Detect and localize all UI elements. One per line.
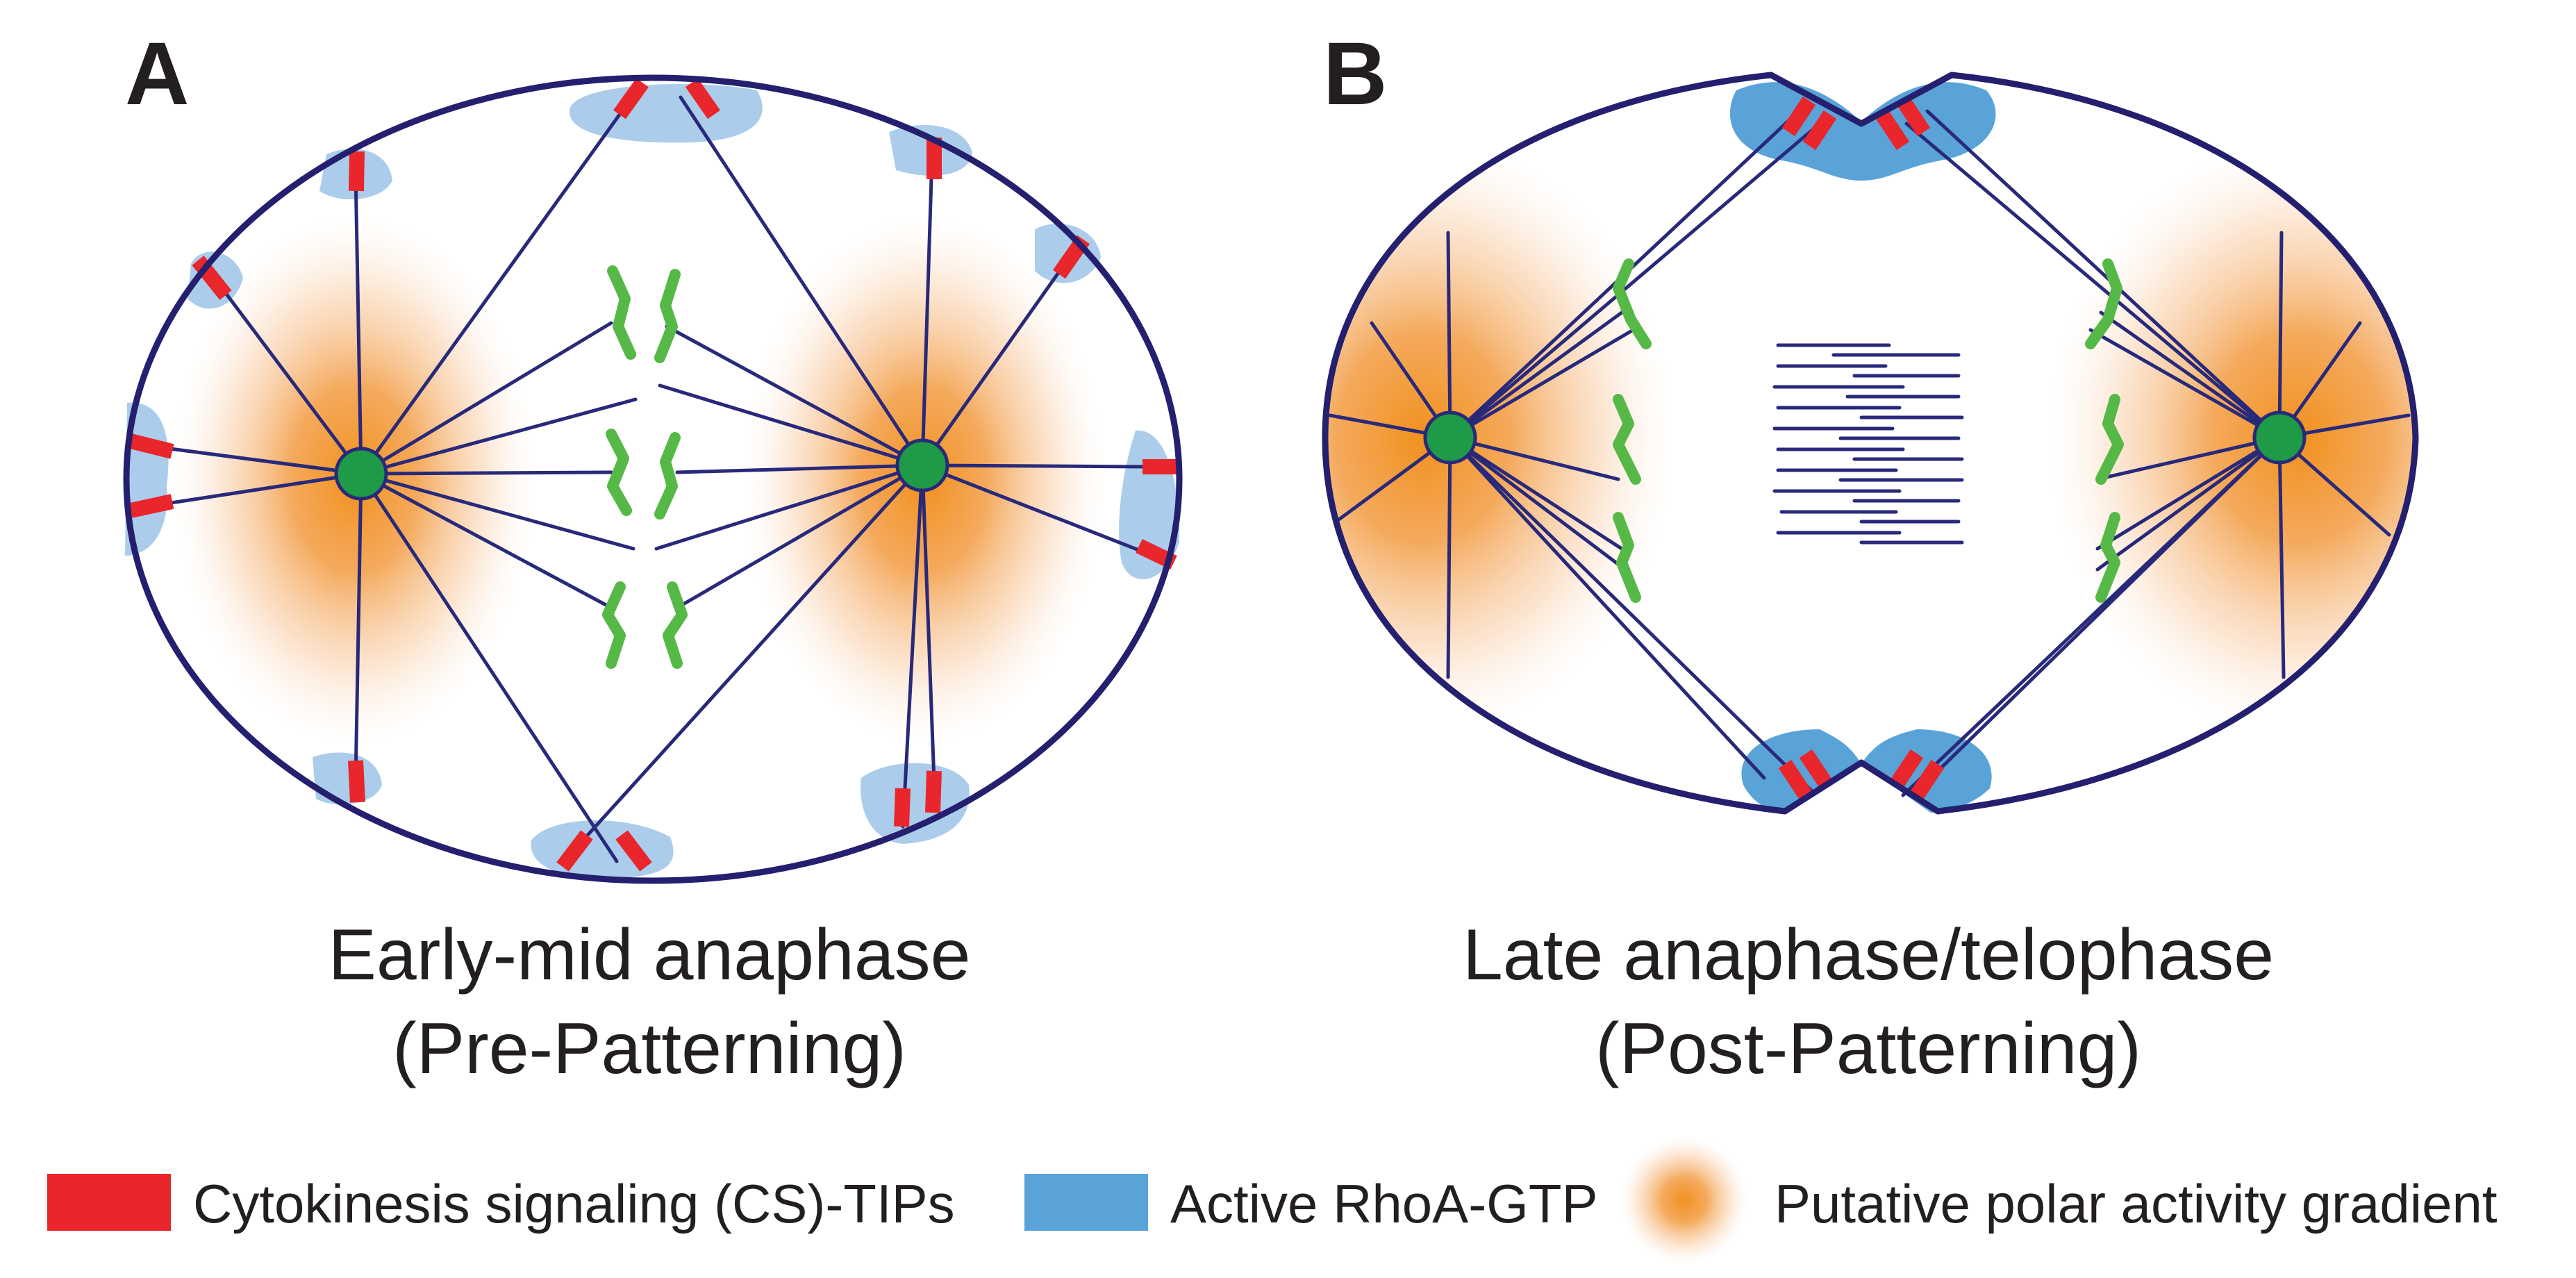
panel-b-letter: B (1323, 24, 1387, 124)
legend-rhoa-label: Active RhoA-GTP (1170, 1173, 1598, 1234)
spindle-microtubules-b (1448, 109, 2282, 797)
legend-cs-tips-swatch (47, 1174, 171, 1231)
cs-tips-a (128, 78, 1181, 872)
midzone-microtubules-b (1772, 343, 1964, 545)
panel-a-title-line1: Early-mid anaphase (329, 915, 971, 995)
panel-b-title-line1: Late anaphase/telophase (1463, 915, 2274, 995)
panel-b: B (1322, 24, 2419, 1089)
spindle-microtubules-a (359, 321, 924, 610)
chromosomes-a (602, 265, 688, 669)
legend: Cytokinesis signaling (CS)-TIPs Active R… (47, 1136, 2498, 1264)
centrosome-left-b (1423, 410, 1477, 465)
centrosomes-b (1423, 410, 2307, 465)
panel-b-title-line2: (Post-Patterning) (1595, 1009, 2141, 1089)
cell-outline-a (123, 74, 1183, 884)
legend-cs-tips-label: Cytokinesis signaling (CS)-TIPs (193, 1173, 955, 1234)
centrosomes-a (334, 438, 949, 501)
legend-gradient-swatch (1620, 1136, 1748, 1264)
chromosomes-b (1613, 258, 2124, 603)
cell-outline-b (1322, 72, 2419, 815)
rhoa-patches-b (1729, 82, 1996, 813)
legend-rhoa-swatch (1024, 1174, 1148, 1231)
centrosome-left (334, 447, 388, 501)
astral-microtubules-a (151, 95, 1155, 863)
legend-gradient-label: Putative polar activity gradient (1775, 1173, 2498, 1234)
cs-tips-b (1778, 96, 1945, 800)
panel-a-letter: A (125, 24, 189, 124)
panel-a-title-line2: (Pre-Patterning) (392, 1009, 906, 1089)
panel-a: A (123, 24, 1183, 1089)
centrosome-right (895, 438, 949, 492)
centrosome-right-b (2252, 410, 2307, 465)
panel-a-gradients (174, 215, 1104, 743)
